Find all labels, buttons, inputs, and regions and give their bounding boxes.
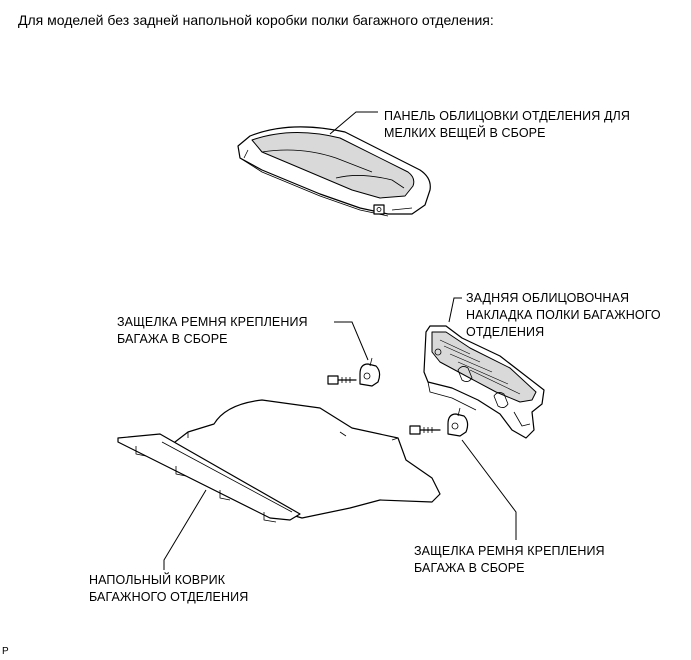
label-line: БАГАЖНОГО ОТДЕЛЕНИЯ	[89, 590, 249, 604]
page-heading: Для моделей без задней напольной коробки…	[18, 12, 494, 28]
luggage-strap-latch-lower	[409, 407, 469, 437]
label-storage-trim-panel: ПАНЕЛЬ ОБЛИЦОВКИ ОТДЕЛЕНИЯ ДЛЯ МЕЛКИХ ВЕ…	[384, 108, 630, 142]
label-latch-upper: ЗАЩЕЛКА РЕМНЯ КРЕПЛЕНИЯ БАГАЖА В СБОРЕ	[117, 314, 308, 348]
corner-mark: P	[2, 646, 9, 657]
label-line: НАКЛАДКА ПОЛКИ БАГАЖНОГО	[466, 308, 661, 322]
label-line: МЕЛКИХ ВЕЩЕЙ В СБОРЕ	[384, 126, 546, 140]
luggage-floor-mat	[117, 399, 441, 523]
label-rear-trim-cover: ЗАДНЯЯ ОБЛИЦОВОЧНАЯ НАКЛАДКА ПОЛКИ БАГАЖ…	[466, 290, 661, 341]
label-line: ПАНЕЛЬ ОБЛИЦОВКИ ОТДЕЛЕНИЯ ДЛЯ	[384, 109, 630, 123]
rear-shelf-trim-cover	[423, 325, 545, 439]
leader-latch-lower	[461, 439, 517, 540]
bolt-upper	[327, 375, 357, 385]
label-latch-lower: ЗАЩЕЛКА РЕМНЯ КРЕПЛЕНИЯ БАГАЖА В СБОРЕ	[414, 543, 605, 577]
label-line: НАПОЛЬНЫЙ КОВРИК	[89, 573, 226, 587]
storage-compartment-trim-panel	[237, 126, 431, 217]
label-floor-mat: НАПОЛЬНЫЙ КОВРИК БАГАЖНОГО ОТДЕЛЕНИЯ	[89, 572, 248, 606]
leader-latch-upper	[334, 321, 369, 361]
label-line: ЗАДНЯЯ ОБЛИЦОВОЧНАЯ	[466, 291, 630, 305]
label-line: БАГАЖА В СБОРЕ	[414, 561, 525, 575]
luggage-strap-latch-upper	[327, 357, 381, 387]
bolt-lower	[409, 425, 441, 435]
leader-floor-mat	[163, 489, 207, 570]
label-line: ЗАЩЕЛКА РЕМНЯ КРЕПЛЕНИЯ	[117, 315, 308, 329]
label-line: ОТДЕЛЕНИЯ	[466, 325, 545, 339]
label-line: ЗАЩЕЛКА РЕМНЯ КРЕПЛЕНИЯ	[414, 544, 605, 558]
leader-rear-trim	[448, 297, 462, 323]
label-line: БАГАЖА В СБОРЕ	[117, 332, 228, 346]
leader-top-panel	[329, 111, 378, 135]
